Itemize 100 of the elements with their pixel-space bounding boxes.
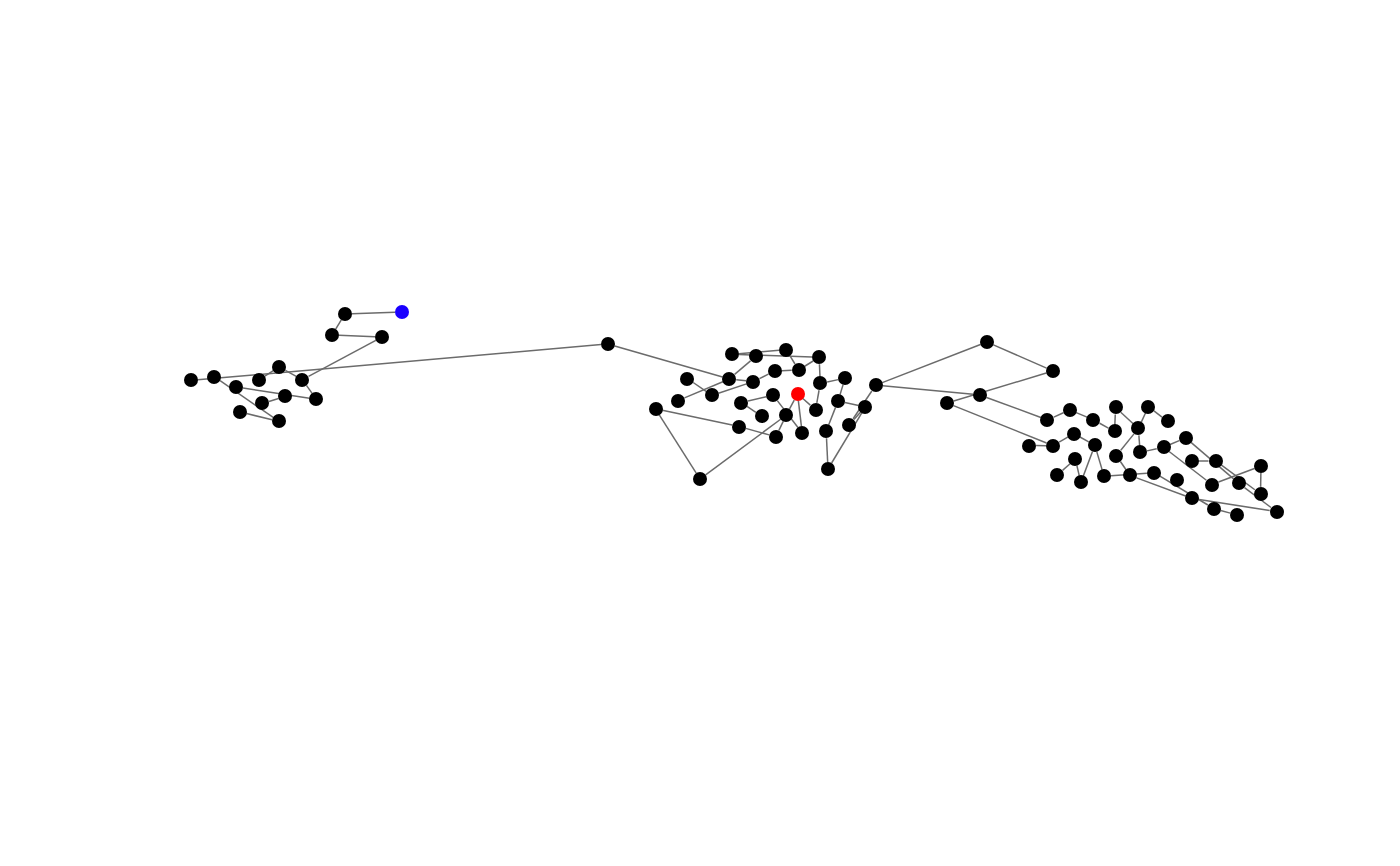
graph-node xyxy=(842,417,857,432)
graph-node xyxy=(1046,438,1061,453)
graph-node xyxy=(232,404,247,419)
graph-node xyxy=(648,401,663,416)
edge-line xyxy=(1259,472,1262,488)
edge-line xyxy=(881,343,982,384)
edge-line xyxy=(196,343,602,381)
graph-node xyxy=(980,335,994,349)
graph-node xyxy=(813,376,828,391)
edge-line xyxy=(219,379,274,419)
graph-node xyxy=(207,369,222,384)
edge-line xyxy=(1114,413,1117,426)
graph-node xyxy=(1068,452,1083,467)
graph-node xyxy=(1204,477,1219,492)
edge-line xyxy=(952,404,1048,444)
graph-node xyxy=(1109,448,1124,463)
graph-node xyxy=(309,392,324,407)
edge-line xyxy=(1082,450,1094,477)
graph-node xyxy=(858,399,873,414)
graph-node xyxy=(746,374,761,389)
graph-node xyxy=(1022,438,1037,453)
graph-node xyxy=(1050,467,1065,482)
edge-line xyxy=(825,437,829,463)
graph-node xyxy=(1046,364,1060,378)
graph-node xyxy=(1185,491,1200,506)
edge-line xyxy=(338,334,376,338)
graph-node xyxy=(1133,445,1148,460)
graph-node xyxy=(779,408,794,423)
edge-line xyxy=(735,379,747,382)
edge-line xyxy=(985,396,1042,419)
graph-node xyxy=(734,395,749,410)
edge-line xyxy=(776,399,799,429)
edge-line xyxy=(1110,472,1148,477)
edge-line xyxy=(738,349,780,355)
graph-node xyxy=(1066,426,1081,441)
graph-node xyxy=(601,337,615,351)
edge-line xyxy=(1153,410,1163,418)
graph-node xyxy=(271,414,286,429)
graph-node xyxy=(1107,424,1122,439)
graph-node xyxy=(1073,475,1088,490)
graph-node xyxy=(838,371,853,386)
edge-line xyxy=(1096,451,1103,471)
graph-node xyxy=(722,371,737,386)
edge-line xyxy=(1198,498,1271,512)
edge-line xyxy=(1135,477,1187,497)
graph-node xyxy=(1253,486,1268,501)
edge-line xyxy=(853,411,862,421)
graph-node xyxy=(1208,453,1223,468)
edge-line xyxy=(1053,412,1065,418)
edge-line xyxy=(952,372,1048,402)
graph-node xyxy=(1097,469,1112,484)
edge-line xyxy=(797,400,803,427)
graph-node xyxy=(812,350,827,365)
graph-node xyxy=(325,328,339,342)
edge-line xyxy=(788,399,795,410)
graph-node xyxy=(704,388,719,403)
graph-node xyxy=(693,472,707,486)
edge-line xyxy=(738,353,813,358)
graph-node xyxy=(779,342,793,357)
graph-node xyxy=(808,402,823,417)
graph-node xyxy=(338,307,352,321)
graph-node xyxy=(754,409,769,424)
graph-node xyxy=(1184,454,1199,469)
graph-node xyxy=(766,388,781,403)
graph-node xyxy=(819,424,834,439)
graph-node xyxy=(1146,465,1161,480)
edge-line xyxy=(745,427,770,436)
edge-line xyxy=(1076,465,1080,477)
edge-line xyxy=(245,412,273,421)
graph-node xyxy=(732,419,746,434)
edge-line xyxy=(1138,434,1141,447)
graph-node xyxy=(1156,440,1171,455)
edge-line xyxy=(992,344,1048,369)
graph-node xyxy=(821,462,835,476)
graph-node xyxy=(680,371,695,386)
graph-node xyxy=(1254,459,1268,473)
edge-line xyxy=(1217,467,1256,483)
edge-line xyxy=(268,397,280,403)
edge-line xyxy=(704,418,782,476)
graph-node xyxy=(1087,438,1102,453)
graph-node xyxy=(795,426,810,440)
edge-line xyxy=(802,397,812,406)
edge-line xyxy=(1190,441,1235,480)
edge-line xyxy=(881,385,974,396)
edge-line xyxy=(1061,463,1071,472)
graph-node xyxy=(831,394,845,409)
edge-line xyxy=(1146,448,1158,452)
graph-node xyxy=(1169,473,1184,488)
graph-node xyxy=(1086,412,1101,427)
edge-line xyxy=(614,345,724,378)
graph-node xyxy=(255,396,270,411)
edge-line xyxy=(1220,464,1256,491)
graph-node xyxy=(295,372,310,387)
edge-line xyxy=(351,311,396,315)
edge-line xyxy=(826,378,839,383)
graph-node xyxy=(1160,414,1175,429)
edge-line xyxy=(334,319,343,330)
edge-line xyxy=(830,412,863,464)
graph-node xyxy=(1040,412,1055,427)
graph-node xyxy=(791,362,806,377)
